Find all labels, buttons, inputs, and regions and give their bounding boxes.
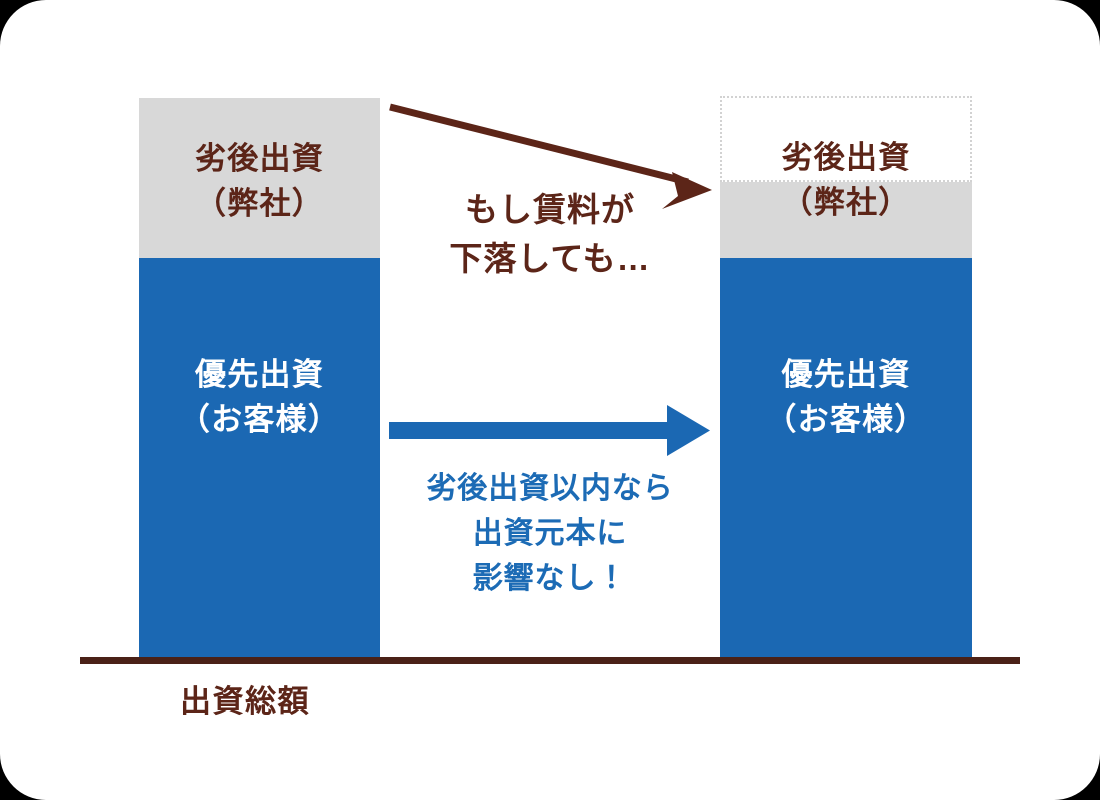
- axis-caption-label: 出資総額: [180, 684, 311, 719]
- bar-after-senior-label: 優先出資 （お客様）: [765, 357, 927, 437]
- bar-before-subordinate-segment: [139, 98, 380, 258]
- bar-after: 劣後出資 （弊社） 優先出資 （お客様）: [720, 96, 972, 660]
- baseline-axis: [80, 657, 1020, 664]
- bar-before: 劣後出資 （弊社） 優先出資 （お客様）: [139, 98, 380, 660]
- bar-after-subordinate-segment: [720, 182, 972, 258]
- bar-before-subordinate-label: 劣後出資 （弊社）: [195, 141, 324, 221]
- unchanged-arrow-icon: [389, 405, 710, 456]
- protection-note-text: 劣後出資以内なら 出資元本に 影響なし！: [426, 472, 674, 595]
- bar-after-subordinate-lost-segment: [720, 96, 972, 182]
- bar-after-subordinate-label: 劣後出資 （弊社）: [781, 140, 911, 220]
- bar-after-senior-segment: [720, 258, 972, 660]
- bar-before-senior-segment: [139, 258, 380, 660]
- bar-before-senior-label: 優先出資 （お客様）: [178, 357, 341, 437]
- decline-note-text: もし賃料が 下落しても…: [449, 191, 651, 277]
